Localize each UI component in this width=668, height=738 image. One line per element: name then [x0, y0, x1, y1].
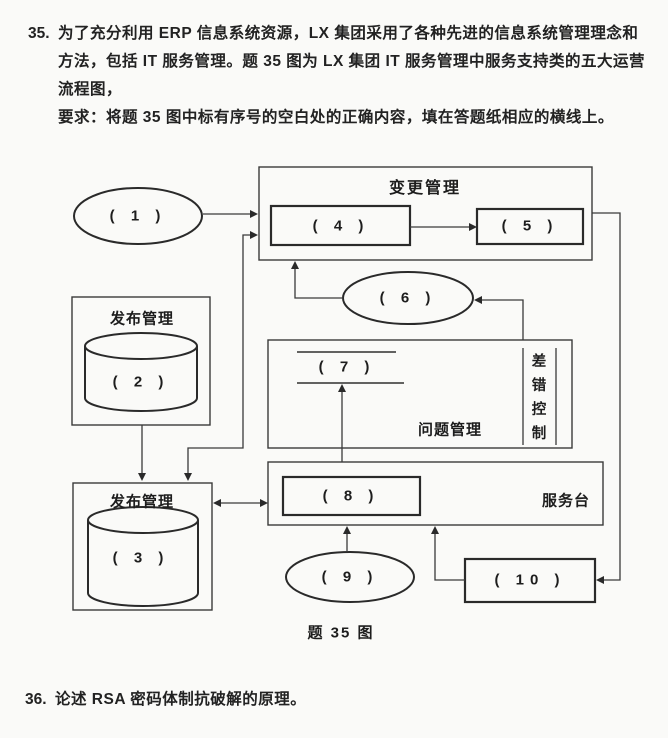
question-35-line-4: 要求：将题 35 图中标有序号的空白处的正确内容，填在答题纸相应的横线上。 — [58, 109, 614, 126]
blank-9: ( 9 ) — [321, 568, 379, 586]
connector-change-to-blank10 — [592, 212, 621, 584]
question-36: 36. 论述 RSA 密码体制抗破解的原理。 — [25, 686, 645, 714]
question-35-line-1: 为了充分利用 ERP 信息系统资源，LX 集团采用了各种先进的信息系统管理理念和 — [58, 25, 639, 42]
blank-10: ( 10 ) — [494, 571, 566, 589]
connector-blank1-to-change — [203, 210, 258, 218]
service-desk-box — [267, 461, 604, 526]
question-35-number: 35. — [28, 25, 50, 42]
connector-blank9-to-service — [343, 526, 351, 552]
problem-management-box — [267, 339, 573, 449]
connector-service-to-blank7 — [338, 384, 346, 462]
release-management-bottom-label: 发布管理 — [109, 493, 175, 511]
blank-1-ellipse — [73, 187, 203, 245]
blank-7: ( 7 ) — [318, 358, 376, 376]
blank-5-rect — [475, 207, 585, 246]
connector-blank2-to-blank3 — [138, 425, 146, 481]
flow-diagram-canvas — [71, 166, 621, 611]
flow-diagram: 变更管理 ( 1 ) ( 4 ) ( 5 ) ( 6 ) 发布管理 ( 2 ) … — [0, 160, 668, 660]
blank-4-rect — [269, 204, 412, 247]
question-36-number: 36. — [25, 691, 47, 708]
connector-blank4-to-blank5 — [410, 223, 477, 231]
question-35: 35. 为了充分利用 ERP 信息系统资源，LX 集团采用了各种先进的信息系统管… — [28, 20, 645, 132]
question-35-line-3: 流程图， — [58, 81, 123, 98]
connector-release-service-double-arrow — [213, 499, 268, 507]
question-35-text: 为了充分利用 ERP 信息系统资源，LX 集团采用了各种先进的信息系统管理理念和… — [58, 20, 645, 132]
blank-8: ( 8 ) — [322, 487, 380, 505]
question-36-text: 论述 RSA 密码体制抗破解的原理。 — [55, 691, 307, 708]
blank-2: ( 2 ) — [112, 373, 170, 391]
problem-management-label: 问题管理 — [417, 421, 483, 439]
question-35-line-2: 方法，包括 IT 服务管理。题 35 图为 LX 集团 IT 服务管理中服务支持… — [58, 53, 646, 70]
connector-blank6-to-change — [291, 261, 343, 299]
connector-release-bottom-change — [184, 231, 258, 481]
release-management-top-box — [71, 296, 211, 426]
service-desk-label: 服务台 — [541, 492, 591, 510]
connector-blank10-to-service — [431, 526, 465, 581]
figure-caption: 题 35 图 — [307, 624, 375, 642]
blank-4: ( 4 ) — [312, 217, 370, 235]
blank-3-cylinder — [87, 506, 199, 607]
release-management-top-label: 发布管理 — [109, 310, 175, 328]
blank-9-ellipse — [285, 551, 415, 603]
release-management-bottom-box — [72, 482, 213, 611]
blank-1: ( 1 ) — [109, 207, 167, 225]
blank-2-cylinder — [84, 332, 198, 412]
blank-8-rect — [281, 475, 422, 517]
change-management-label: 变更管理 — [388, 180, 462, 197]
error-control-label: 差错控制 — [531, 354, 547, 442]
blank-3: ( 3 ) — [112, 549, 170, 567]
blank-6: ( 6 ) — [379, 289, 437, 307]
connector-problem-to-blank6 — [474, 296, 524, 340]
blank-5: ( 5 ) — [501, 217, 559, 235]
